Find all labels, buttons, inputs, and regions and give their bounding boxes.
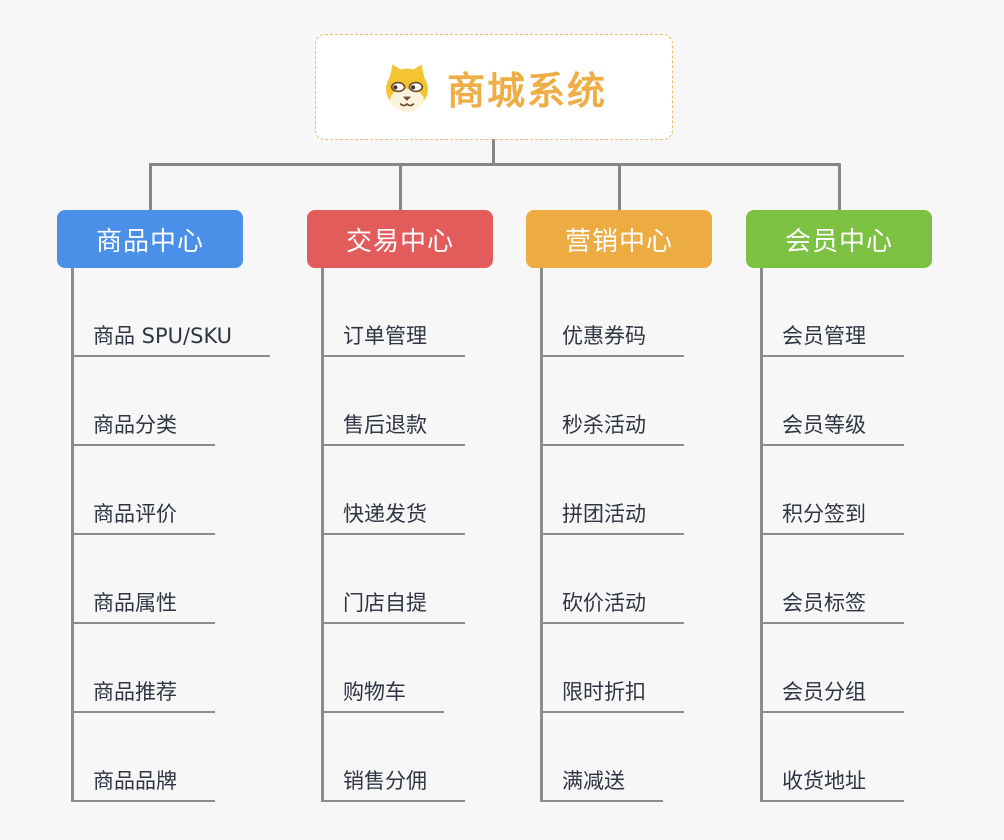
topic-item[interactable]: 会员分组 xyxy=(760,668,904,713)
topic-item[interactable]: 优惠券码 xyxy=(540,312,684,357)
topic-item[interactable]: 订单管理 xyxy=(321,312,465,357)
topic-item[interactable]: 限时折扣 xyxy=(540,668,684,713)
topic-item[interactable]: 秒杀活动 xyxy=(540,401,684,446)
topic-item[interactable]: 售后退款 xyxy=(321,401,465,446)
topic-item[interactable]: 快递发货 xyxy=(321,490,465,535)
topic-item[interactable]: 商品评价 xyxy=(71,490,215,535)
topic-item[interactable]: 会员等级 xyxy=(760,401,904,446)
branch-children: 优惠券码 秒杀活动 拼团活动 砍价活动 限时折扣 满减送 xyxy=(526,268,766,802)
connector-drop-2 xyxy=(399,163,402,211)
connector-drop-3 xyxy=(618,163,621,211)
connector-drop-4 xyxy=(838,163,841,211)
branch-member-center: 会员中心 会员管理 会员等级 积分签到 会员标签 会员分组 收货地址 xyxy=(746,210,986,802)
topic-item[interactable]: 商品属性 xyxy=(71,579,215,624)
topic-item[interactable]: 会员标签 xyxy=(760,579,904,624)
topic-item[interactable]: 购物车 xyxy=(321,668,444,713)
branch-marketing-center: 营销中心 优惠券码 秒杀活动 拼团活动 砍价活动 限时折扣 满减送 xyxy=(526,210,766,802)
connector-root-stub xyxy=(492,139,495,165)
topic-item[interactable]: 销售分佣 xyxy=(321,757,465,802)
connector-bus xyxy=(149,163,841,166)
branch-trade-center: 交易中心 订单管理 售后退款 快递发货 门店自提 购物车 销售分佣 xyxy=(307,210,547,802)
branch-children: 订单管理 售后退款 快递发货 门店自提 购物车 销售分佣 xyxy=(307,268,547,802)
topic-item[interactable]: 商品推荐 xyxy=(71,668,215,713)
branch-product-center: 商品中心 商品 SPU/SKU 商品分类 商品评价 商品属性 商品推荐 商品品牌 xyxy=(57,210,297,802)
connector-drop-1 xyxy=(149,163,152,211)
topic-item[interactable]: 商品品牌 xyxy=(71,757,215,802)
topic-item[interactable]: 满减送 xyxy=(540,757,663,802)
branch-children: 商品 SPU/SKU 商品分类 商品评价 商品属性 商品推荐 商品品牌 xyxy=(57,268,297,802)
topic-item[interactable]: 积分签到 xyxy=(760,490,904,535)
topic-item[interactable]: 商品 SPU/SKU xyxy=(71,312,271,357)
topic-item[interactable]: 拼团活动 xyxy=(540,490,684,535)
topic-item[interactable]: 门店自提 xyxy=(321,579,465,624)
dog-face-icon xyxy=(386,64,428,112)
branch-children: 会员管理 会员等级 积分签到 会员标签 会员分组 收货地址 xyxy=(746,268,986,802)
topic-item[interactable]: 会员管理 xyxy=(760,312,904,357)
topic-item[interactable]: 商品分类 xyxy=(71,401,215,446)
root-topic-title: 商城系统 xyxy=(446,68,607,113)
branch-node-member-center[interactable]: 会员中心 xyxy=(746,210,932,268)
topic-item[interactable]: 收货地址 xyxy=(760,757,904,802)
branch-node-marketing-center[interactable]: 营销中心 xyxy=(526,210,712,268)
branch-node-trade-center[interactable]: 交易中心 xyxy=(307,210,493,268)
topic-item[interactable]: 砍价活动 xyxy=(540,579,684,624)
branch-node-product-center[interactable]: 商品中心 xyxy=(57,210,243,268)
root-topic[interactable]: 商城系统 xyxy=(315,34,673,140)
